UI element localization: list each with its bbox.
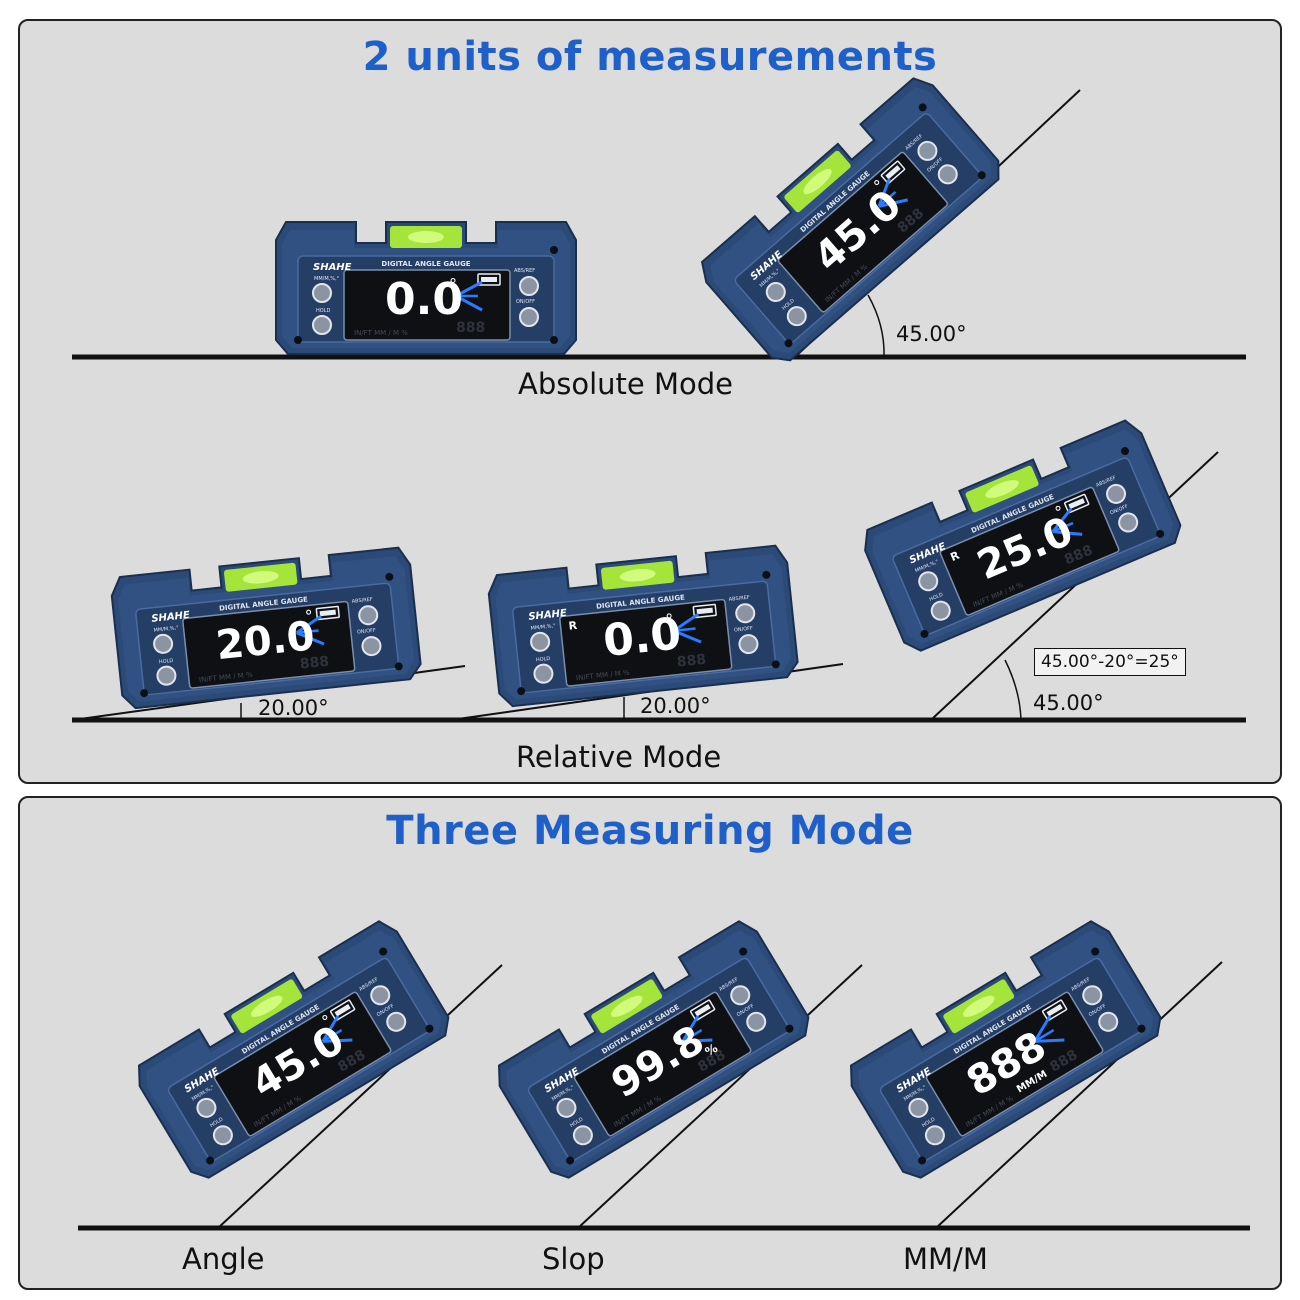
gauge-relative-indicator: R — [568, 619, 578, 633]
relative-formula-box: 45.00°-20°=25° — [1034, 648, 1186, 676]
mode-label-mmm: MM/M — [903, 1242, 988, 1276]
absolute-angle-arc — [867, 294, 885, 358]
absolute-mode-label: Absolute Mode — [518, 367, 733, 401]
gauge-relative-zeroed: R 0.0 ° — [485, 543, 801, 709]
relative-mode-label: Relative Mode — [516, 740, 722, 774]
gauge-mode-slope: 99.8 % — [488, 914, 818, 1186]
mode-label-slope: Slop — [542, 1242, 605, 1276]
gauge-mode-mmm: 888 MM/M — [840, 914, 1170, 1186]
gauge-unit: ° — [449, 275, 457, 294]
gauge-absolute-flat: 0.0 ° — [274, 220, 578, 356]
absolute-tilt-angle: 45.00° — [896, 322, 967, 346]
gauge-reading: 0.0 — [385, 274, 463, 325]
gauge-unit: ° — [304, 606, 314, 626]
relative-base-angle-2: 20.00° — [640, 694, 711, 718]
gauge-absolute-tilted: 45.0 ° — [692, 70, 1010, 370]
relative-angle-arc-3 — [1004, 659, 1022, 721]
mode-mmm-incline-line — [935, 961, 1223, 1229]
gauge-unit: ° — [665, 610, 675, 630]
gauge-mode-angle: 45.0 ° — [128, 914, 458, 1186]
gauge-reading: 20.0 — [214, 613, 317, 669]
mode-slope-incline-line — [577, 964, 863, 1229]
mode-angle-incline-line — [217, 964, 503, 1229]
top-section-title: 2 units of measurements — [362, 34, 938, 80]
gauge-reading: 0.0 — [601, 608, 684, 667]
gauge-relative-before-zero: 20.0 ° — [108, 545, 424, 711]
relative-base-angle-1: 20.00° — [258, 696, 329, 720]
mode-label-angle: Angle — [182, 1242, 265, 1276]
gauge-relative-tilted: R 25.0 ° — [856, 415, 1188, 657]
relative-tilt-angle: 45.00° — [1033, 691, 1104, 715]
bottom-section-title: Three Measuring Mode — [386, 808, 914, 854]
